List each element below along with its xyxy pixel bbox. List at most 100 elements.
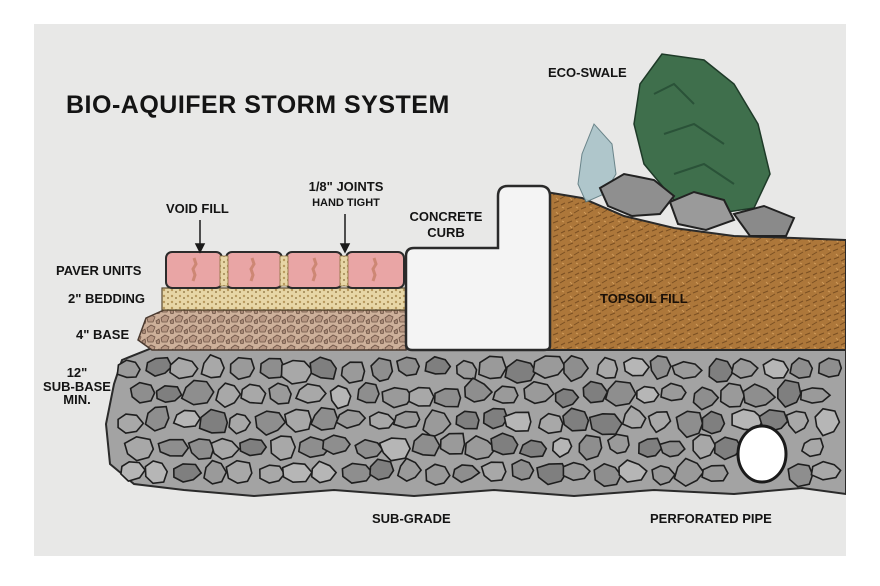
rock-icon (671, 360, 703, 380)
rock-icon (370, 357, 394, 383)
rock-icon (329, 384, 352, 410)
rock-icon (424, 355, 452, 375)
label-joints: 1/8" JOINTS HAND TIGHT (296, 180, 396, 209)
rock-icon (280, 359, 314, 385)
label-curb-line2: CURB (427, 224, 465, 240)
label-joints-line1: 1/8" JOINTS (308, 179, 384, 194)
rock-icon (719, 382, 746, 408)
label-sub-base: 12" SUB-BASE MIN. (42, 366, 112, 407)
rock-icon (464, 434, 497, 461)
rock-icon (268, 382, 292, 405)
rock-icon (369, 458, 395, 481)
rock-icon (604, 380, 637, 407)
rock-icon (789, 357, 814, 380)
rock-icon (229, 356, 256, 381)
rock-icon (578, 434, 603, 461)
rock-icon (240, 383, 267, 405)
rock-icon (463, 377, 494, 403)
paver-icon (225, 251, 283, 289)
concrete-curb (404, 184, 552, 352)
rock-icon (651, 464, 676, 486)
rock-icon (210, 437, 241, 461)
rock-icon (504, 359, 537, 384)
label-perforated-pipe: PERFORATED PIPE (650, 511, 772, 526)
rock-icon (215, 382, 242, 409)
rock-icon (321, 434, 351, 456)
rock-icon (649, 355, 672, 381)
rock-icon (254, 410, 287, 437)
label-bedding: 2" BEDDING (68, 291, 145, 306)
rock-icon (335, 409, 367, 429)
rock-icon (482, 407, 509, 430)
rock-icon (356, 381, 380, 404)
rock-icon (259, 357, 286, 380)
rock-icon (395, 356, 421, 377)
rock-icon (708, 357, 735, 383)
rock-icon (425, 463, 451, 486)
rock-icon (776, 379, 802, 408)
label-base: 4" BASE (76, 327, 130, 342)
rock-icon (799, 387, 832, 404)
bedding-layer (161, 287, 407, 311)
label-subbase-line3: MIN. (63, 392, 91, 408)
rock-icon (673, 457, 705, 488)
rock-icon (658, 440, 686, 458)
rock-icon (562, 407, 590, 432)
rock-icon (692, 433, 717, 460)
rock-icon (117, 413, 145, 434)
arrow-icon (194, 214, 351, 254)
label-subbase-line2: SUB-BASE (43, 378, 111, 394)
label-subbase-line1: 12" (66, 365, 88, 380)
rock-icon (145, 356, 173, 377)
rock-icon (637, 437, 663, 458)
base-layer (137, 309, 407, 351)
rock-icon (239, 438, 268, 457)
rock-icon (692, 386, 720, 411)
rock-icon (422, 409, 452, 439)
rock-icon (180, 379, 215, 406)
rock-icon (551, 437, 573, 459)
rock-icon (368, 411, 396, 430)
rock-icon (283, 408, 313, 433)
rock-icon (198, 408, 229, 434)
rock-icon (116, 359, 141, 379)
rock-icon (129, 381, 156, 404)
rock-icon (294, 383, 327, 404)
rock-icon (439, 432, 466, 455)
cross-section-illustration (104, 53, 846, 498)
rock-icon (478, 355, 507, 380)
rock-icon (621, 405, 647, 429)
rock-icon (157, 438, 190, 457)
label-topsoil-fill: TOPSOIL FILL (600, 291, 688, 306)
paver-icon (345, 251, 405, 289)
tree-icon (633, 53, 771, 215)
paver-units (165, 251, 405, 289)
rock-icon (490, 432, 519, 456)
rock-icon (396, 457, 423, 483)
diagram-panel: BIO-AQUIFER STORM SYSTEM ECO-SWALE VOID … (34, 24, 846, 556)
rock-icon (606, 433, 630, 455)
rock-icon (623, 356, 651, 377)
rock-icon (310, 460, 338, 484)
rock-icon (480, 461, 507, 482)
rock-icon (187, 438, 215, 461)
rock-icon (762, 358, 790, 380)
label-joints-line2: HAND TIGHT (312, 196, 380, 209)
pipe-icon (736, 424, 788, 484)
rock-icon (120, 460, 147, 482)
rock-icon (309, 406, 339, 431)
rock-icon (800, 437, 825, 458)
eco-swale-plants (577, 53, 796, 237)
rock-icon (810, 460, 842, 481)
rock-icon (228, 413, 252, 435)
rock-icon (155, 384, 183, 404)
rock-icon (647, 410, 672, 434)
rock-icon (455, 410, 480, 430)
rock-icon (563, 354, 590, 383)
sub-base-rock-layer (104, 346, 846, 498)
rock-icon (269, 435, 297, 461)
rock-icon (169, 356, 199, 380)
rock-icon (536, 462, 568, 486)
rock-icon (258, 464, 286, 484)
rock-icon (817, 357, 843, 378)
